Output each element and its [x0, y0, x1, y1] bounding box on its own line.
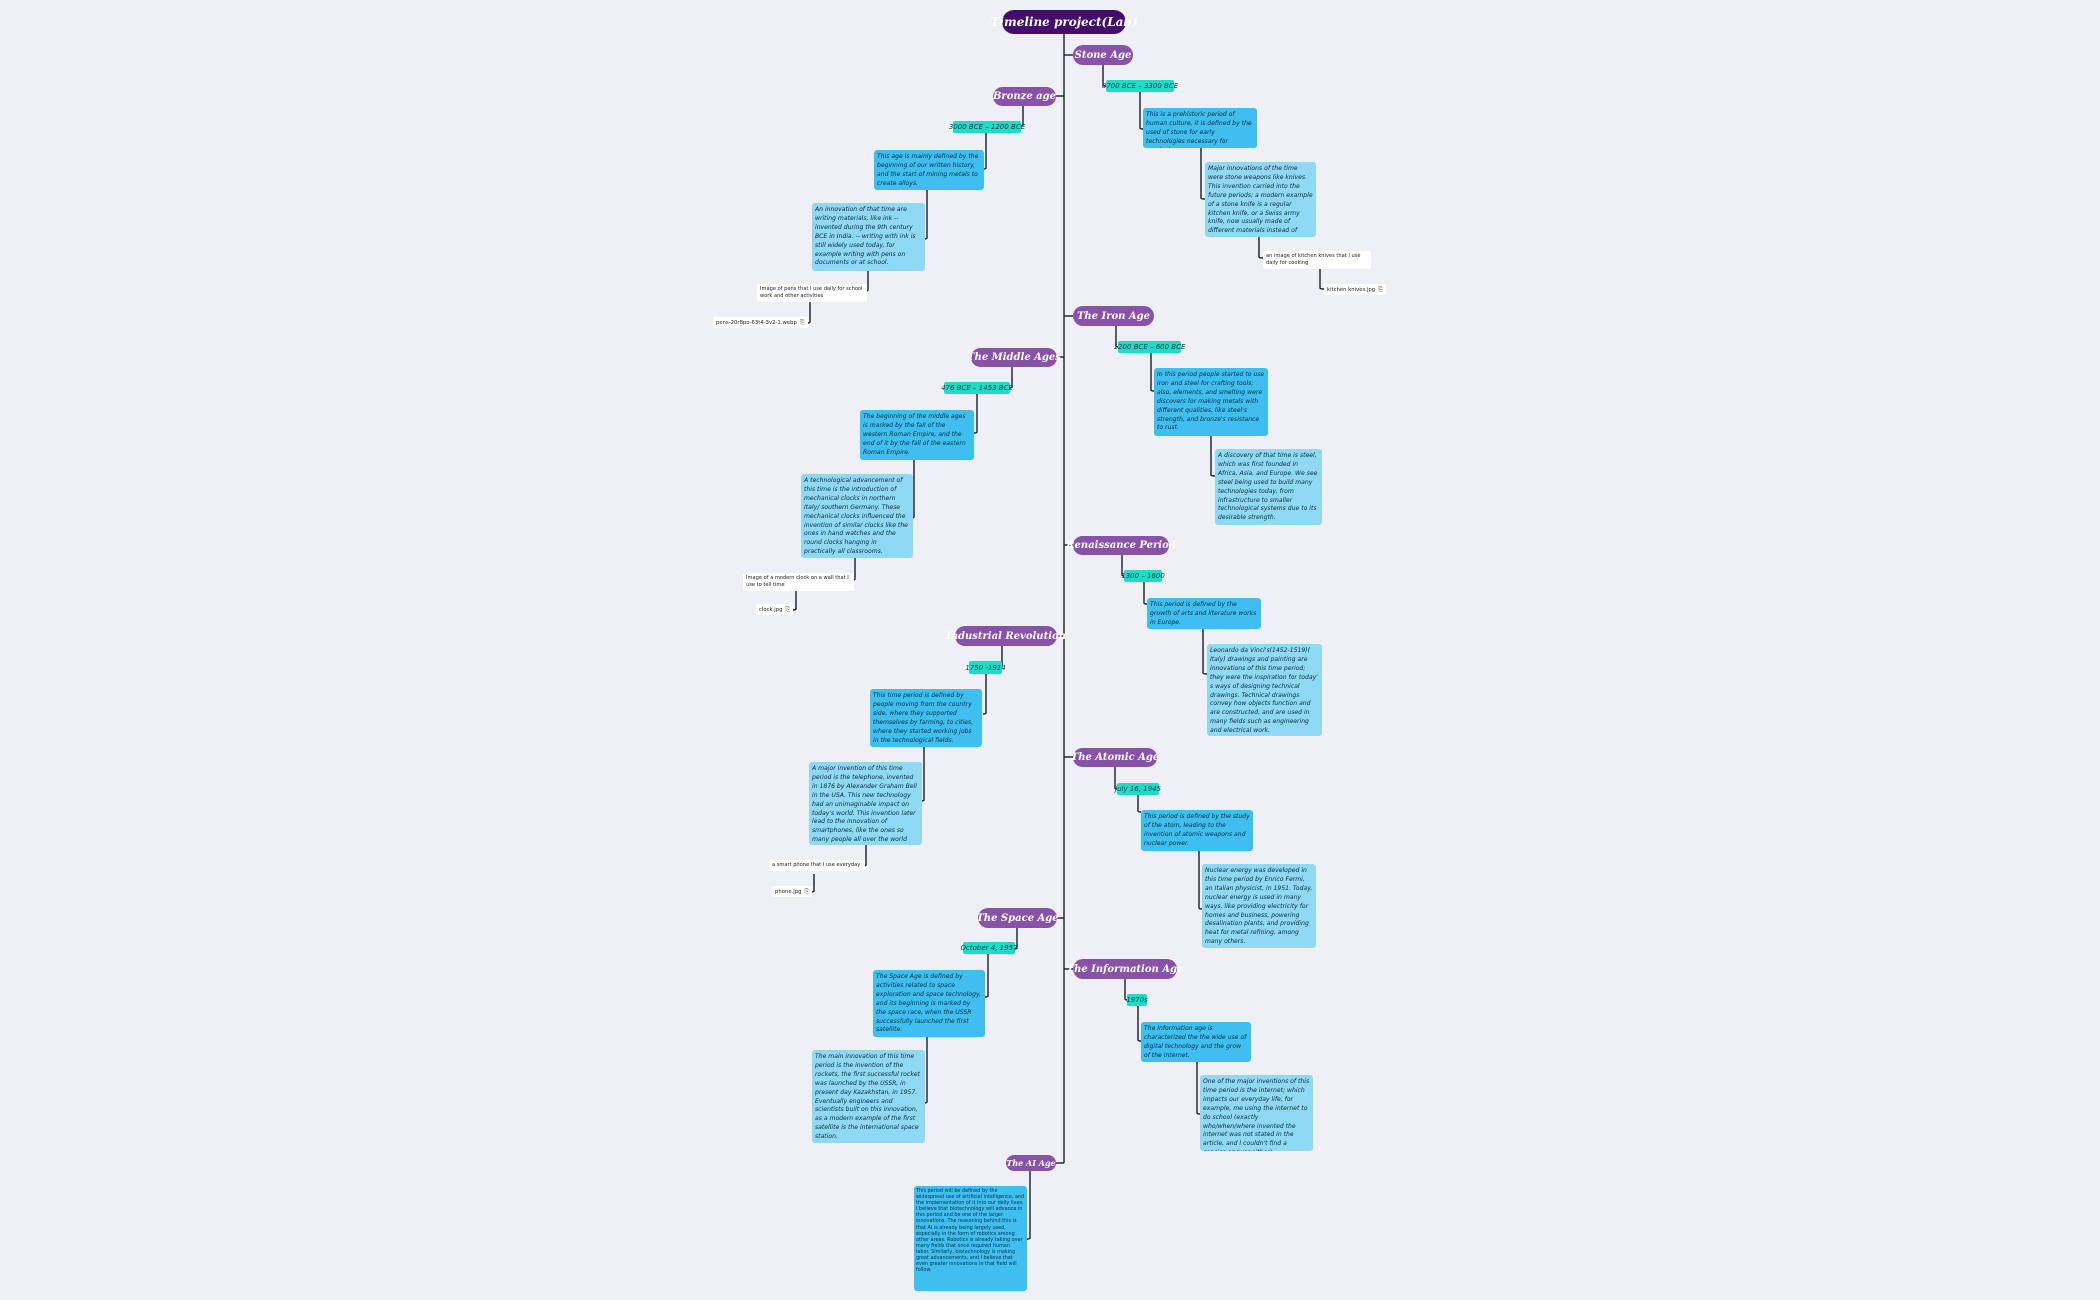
- stone-age-attachment[interactable]: kitchen knives.jpg ⎘: [1324, 284, 1386, 295]
- attachment-filename: clock.jpg: [759, 606, 783, 613]
- stone-age-date[interactable]: 8700 BCE – 3300 BCE: [1101, 80, 1179, 92]
- information-age-topic[interactable]: The Information Age: [1067, 959, 1183, 979]
- information-age-innovation[interactable]: One of the major inventions of this time…: [1200, 1075, 1313, 1151]
- information-age-date[interactable]: 1970s: [1126, 994, 1148, 1006]
- middle-ages-attachment[interactable]: clock.jpg ⎘: [756, 604, 794, 615]
- ai-age-description[interactable]: This period will be defined by the wides…: [914, 1186, 1027, 1291]
- space-age-topic[interactable]: The Space Age: [976, 908, 1059, 928]
- renaissance-description[interactable]: This period is defined by the growth of …: [1147, 598, 1261, 629]
- atomic-age-date[interactable]: July 16, 1945: [1115, 783, 1161, 795]
- industrial-revolution-attachment[interactable]: phone.jpg ⎘: [772, 886, 813, 897]
- atomic-age-topic[interactable]: The Atomic Age: [1071, 748, 1159, 767]
- middle-ages-innovation[interactable]: A technological advancement of this time…: [801, 474, 913, 558]
- bronze-age-topic[interactable]: Bronze age: [993, 87, 1056, 106]
- space-age-description[interactable]: The Space Age is defined by activities r…: [873, 970, 985, 1037]
- paperclip-icon: ⎘: [1378, 285, 1383, 293]
- industrial-revolution-image-note[interactable]: a smart phone that I use everyday: [769, 860, 865, 871]
- iron-age-description[interactable]: In this period people started to use iro…: [1154, 368, 1268, 436]
- renaissance-innovation[interactable]: Leonardo da Vinci's(1452-1519)( Italy) d…: [1207, 644, 1322, 736]
- space-age-date[interactable]: October 4, 1957: [960, 942, 1018, 954]
- bronze-age-description[interactable]: This age is mainly defined by the beginn…: [874, 150, 984, 190]
- iron-age-topic[interactable]: The Iron Age: [1073, 306, 1154, 326]
- space-age-innovation[interactable]: The main innovation of this time period …: [812, 1050, 925, 1143]
- bronze-age-image-note[interactable]: Image of pens that I use daily for schoo…: [757, 284, 867, 302]
- attachment-filename: pens-20r8po-63t4-3v2-1.webp: [716, 319, 797, 326]
- bronze-age-attachment[interactable]: pens-20r8po-63t4-3v2-1.webp ⎘: [713, 317, 808, 328]
- stone-age-description[interactable]: This is a prehistoric period of human cu…: [1143, 108, 1257, 148]
- middle-ages-date[interactable]: 476 BCE – 1453 BCE: [941, 382, 1013, 394]
- root-topic[interactable]: Timeline project(Lab): [991, 10, 1138, 34]
- industrial-revolution-innovation[interactable]: A major invention of this time period is…: [809, 762, 922, 845]
- ai-age-topic[interactable]: The AI Age: [1006, 1155, 1056, 1171]
- middle-ages-description[interactable]: The beginning of the middle ages is mark…: [860, 410, 974, 460]
- bronze-age-date[interactable]: 3000 BCE – 1200 BCE: [948, 121, 1026, 133]
- middle-ages-topic[interactable]: The Middle Ages: [967, 348, 1061, 367]
- atomic-age-innovation[interactable]: Nuclear energy was developed in this tim…: [1202, 864, 1316, 948]
- renaissance-date[interactable]: 1300 – 1600: [1121, 570, 1165, 582]
- iron-age-date[interactable]: 1200 BCE – 600 BCE: [1113, 341, 1186, 353]
- industrial-revolution-description[interactable]: This time period is defined by people mo…: [870, 689, 982, 747]
- industrial-revolution-topic[interactable]: Industrial Revolution: [946, 626, 1066, 646]
- stone-age-innovation[interactable]: Major innovations of the time were stone…: [1205, 162, 1316, 237]
- paperclip-icon: ⎘: [785, 605, 791, 613]
- middle-ages-image-note[interactable]: Image of a modern clock on a wall that I…: [743, 573, 854, 591]
- atomic-age-description[interactable]: This period is defined by the study of t…: [1141, 810, 1253, 851]
- stone-age-topic[interactable]: Stone Age: [1073, 45, 1133, 65]
- attachment-filename: kitchen knives.jpg: [1327, 286, 1376, 293]
- information-age-description[interactable]: The information age is characterized the…: [1141, 1022, 1251, 1062]
- paperclip-icon: ⎘: [799, 318, 805, 326]
- bronze-age-innovation[interactable]: An innovation of that time are writing m…: [812, 203, 925, 271]
- iron-age-innovation[interactable]: A discovery of that time is steel, which…: [1215, 449, 1322, 525]
- renaissance-topic[interactable]: Renaissance Period: [1066, 536, 1176, 555]
- attachment-filename: phone.jpg: [775, 888, 802, 895]
- paperclip-icon: ⎘: [804, 887, 810, 895]
- industrial-revolution-date[interactable]: 1750 -1914: [965, 661, 1006, 674]
- stone-age-image-note[interactable]: an image of kitchen knives that I use da…: [1263, 251, 1371, 269]
